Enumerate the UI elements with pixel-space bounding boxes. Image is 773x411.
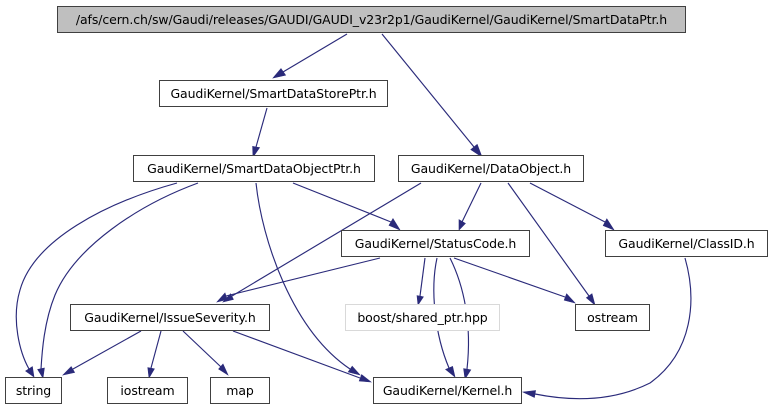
- edge-dataobject-to-classid: [529, 182, 615, 231]
- node-ostream[interactable]: ostream: [575, 304, 650, 331]
- node-label: iostream: [120, 383, 175, 398]
- node-smartdataobjectptr[interactable]: GaudiKernel/SmartDataObjectPtr.h: [133, 155, 375, 182]
- edge-root-to-smartdatastoreptr: [272, 33, 348, 79]
- node-boost-shared-ptr[interactable]: boost/shared_ptr.hpp: [345, 304, 500, 331]
- edge-issueseverity-to-map: [182, 330, 229, 376]
- edge-dataobject-to-ostream: [507, 182, 596, 306]
- node-dataobject[interactable]: GaudiKernel/DataObject.h: [398, 155, 584, 182]
- edge-smartdatastoreptr-to-smartdataobjectptr: [252, 107, 268, 158]
- edge-statuscode-to-issueseverity: [216, 257, 381, 303]
- node-label: map: [226, 383, 254, 398]
- node-label: GaudiKernel/SmartDataObjectPtr.h: [147, 161, 361, 176]
- node-label: /afs/cern.ch/sw/Gaudi/releases/GAUDI/GAU…: [75, 12, 668, 27]
- node-string[interactable]: string: [5, 377, 62, 404]
- edge-classid-to-kernel: [521, 257, 692, 400]
- node-label: GaudiKernel/IssueSeverity.h: [84, 310, 256, 325]
- edge-smartdataobjectptr-to-string-b: [37, 182, 199, 379]
- edge-smartdataobjectptr-to-statuscode: [292, 182, 401, 231]
- node-label: GaudiKernel/StatusCode.h: [354, 236, 517, 251]
- edge-dataobject-to-statuscode: [458, 182, 482, 231]
- node-iostream[interactable]: iostream: [107, 377, 188, 404]
- node-kernel[interactable]: GaudiKernel/Kernel.h: [373, 377, 522, 404]
- edge-issueseverity-to-iostream: [147, 330, 162, 379]
- node-label: string: [15, 383, 52, 398]
- node-label: GaudiKernel/ClassID.h: [618, 236, 755, 251]
- node-label: GaudiKernel/Kernel.h: [382, 383, 513, 398]
- edge-root-to-dataobject: [381, 33, 483, 158]
- node-issueseverity[interactable]: GaudiKernel/IssueSeverity.h: [70, 304, 270, 331]
- edge-issueseverity-to-string: [62, 330, 142, 376]
- edge-smartdataobjectptr-to-kernel: [255, 182, 361, 376]
- node-root-smartdataptr[interactable]: /afs/cern.ch/sw/Gaudi/releases/GAUDI/GAU…: [57, 6, 686, 33]
- edge-issueseverity-to-kernel: [232, 330, 372, 383]
- edge-statuscode-to-ostream: [453, 257, 576, 304]
- node-label: GaudiKernel/DataObject.h: [410, 161, 572, 176]
- node-label: GaudiKernel/SmartDataStorePtr.h: [170, 86, 377, 101]
- node-map[interactable]: map: [210, 377, 270, 404]
- edge-statuscode-to-boost-shared-ptr: [416, 257, 426, 306]
- node-classid[interactable]: GaudiKernel/ClassID.h: [605, 230, 768, 257]
- edge-smartdataobjectptr-to-string-a: [15, 182, 178, 378]
- node-statuscode[interactable]: GaudiKernel/StatusCode.h: [341, 230, 530, 257]
- node-label: ostream: [587, 310, 638, 325]
- node-smartdatastoreptr[interactable]: GaudiKernel/SmartDataStorePtr.h: [159, 80, 388, 107]
- node-label: boost/shared_ptr.hpp: [357, 310, 488, 325]
